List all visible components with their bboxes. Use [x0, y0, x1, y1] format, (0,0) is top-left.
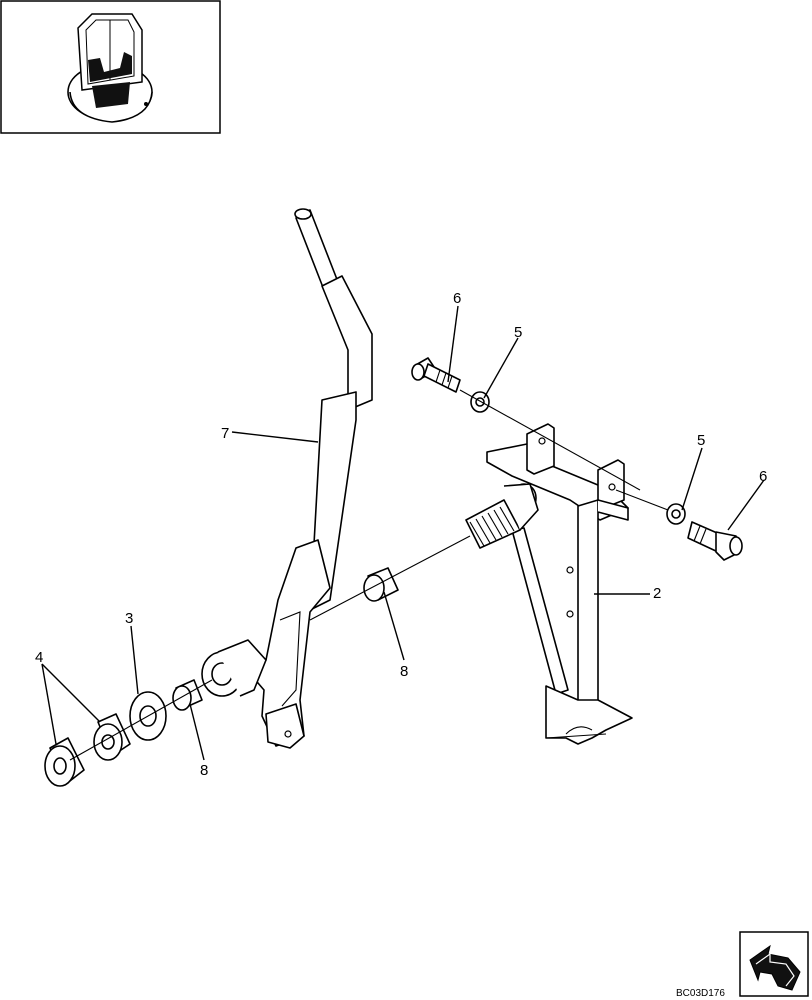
stop-bolt-part — [465, 483, 539, 549]
callout-6-right: 6 — [759, 468, 767, 485]
callout-8-center: 8 — [400, 663, 408, 680]
assembly-axis-lines — [69, 389, 669, 761]
callout-6-top: 6 — [453, 290, 461, 307]
callout-2: 2 — [653, 585, 661, 602]
nut-outer-part — [44, 737, 85, 787]
bushing-center-part — [363, 567, 399, 602]
bolt-right-part — [687, 521, 743, 561]
leader-lines — [41, 305, 765, 761]
bracket-part — [486, 423, 633, 745]
pedal-lever-part — [201, 208, 373, 749]
callout-7: 7 — [221, 425, 229, 442]
machine-cab-thumbnail-icon — [0, 0, 221, 134]
next-page-arrow-icon[interactable] — [739, 931, 809, 997]
washer-right-part — [666, 503, 686, 525]
bushing-lower-part — [172, 679, 203, 711]
drawing-code: BC03D176 — [676, 988, 725, 999]
callout-4: 4 — [35, 649, 43, 666]
bolt-top-part — [411, 357, 461, 393]
callout-5-right: 5 — [697, 432, 705, 449]
washer-top-part — [470, 391, 490, 413]
callout-3: 3 — [125, 610, 133, 627]
callout-8-bottom: 8 — [200, 762, 208, 779]
callout-5-top: 5 — [514, 324, 522, 341]
